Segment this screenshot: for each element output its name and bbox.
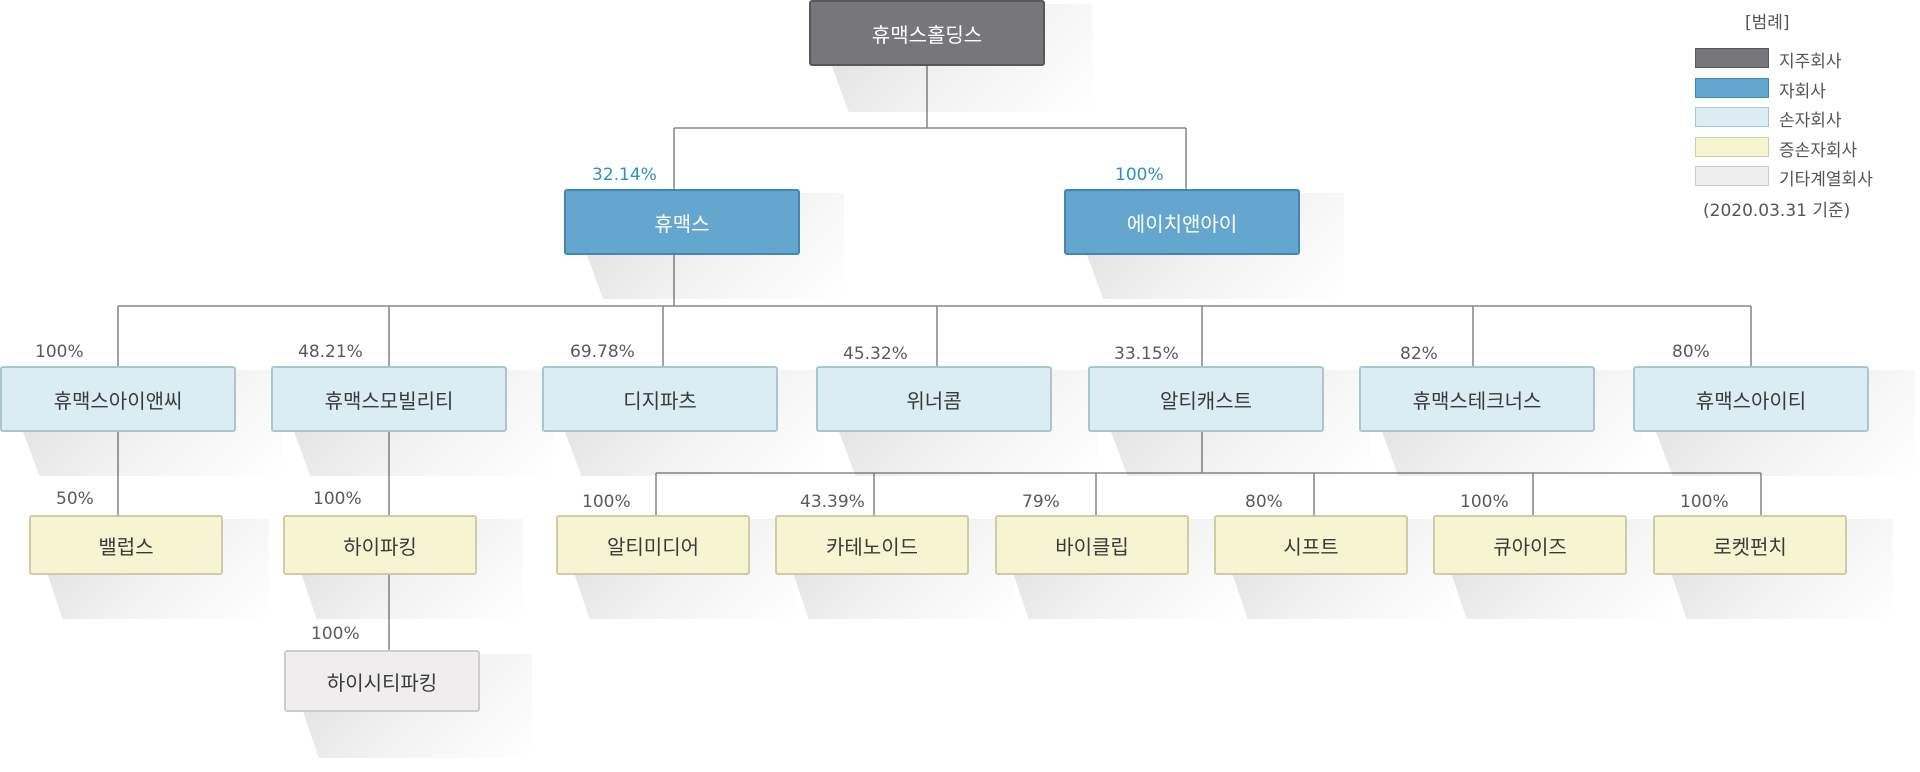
pct-humax: 32.14% [592, 165, 657, 185]
node-viclip: 바이클립 [995, 515, 1189, 575]
legend-date-note: (2020.03.31 기준) [1703, 201, 1851, 221]
legend-label: 기타계열회사 [1779, 170, 1873, 190]
legend-swatch-affiliate [1695, 166, 1769, 186]
legend-swatch-great-grand-subsidiary [1695, 137, 1769, 157]
pct-humax-inc: 100% [35, 342, 84, 362]
node-sift: 시프트 [1214, 515, 1408, 575]
legend-swatch-grand-subsidiary [1695, 107, 1769, 127]
pct-alticast: 33.15% [1114, 344, 1179, 364]
node-humax-technus: 휴맥스테크너스 [1359, 366, 1595, 432]
node-humax-holdings: 휴맥스홀딩스 [809, 0, 1045, 66]
node-hicityparking: 하이시티파킹 [284, 650, 480, 712]
node-winnercom: 위너콤 [816, 366, 1052, 432]
pct-rocketpunch: 100% [1680, 492, 1729, 512]
node-hiparking: 하이파킹 [283, 515, 477, 575]
pct-humax-it: 80% [1672, 342, 1710, 362]
legend-swatch-subsidiary [1695, 78, 1769, 98]
node-qeyes: 큐아이즈 [1433, 515, 1627, 575]
legend-title: [범례] [1745, 13, 1790, 33]
node-hni: 에이치앤아이 [1064, 189, 1300, 255]
legend-label: 증손자회사 [1779, 141, 1858, 161]
legend-label: 손자회사 [1779, 111, 1842, 131]
node-digiparts: 디지파츠 [542, 366, 778, 432]
pct-hiparking: 100% [313, 489, 362, 509]
pct-digiparts: 69.78% [570, 342, 635, 362]
legend-swatch-holding [1695, 48, 1769, 68]
pct-qeyes: 100% [1460, 492, 1509, 512]
pct-hicityparking: 100% [311, 624, 360, 644]
pct-humax-mobility: 48.21% [298, 342, 363, 362]
pct-altimedia: 100% [582, 492, 631, 512]
node-humax-it: 휴맥스아이티 [1633, 366, 1869, 432]
pct-humax-technus: 82% [1400, 344, 1438, 364]
pct-sift: 80% [1245, 492, 1283, 512]
pct-viclip: 79% [1022, 492, 1060, 512]
node-humax: 휴맥스 [564, 189, 800, 255]
node-rocketpunch: 로켓펀치 [1653, 515, 1847, 575]
node-valups: 밸럽스 [29, 515, 223, 575]
node-humax-mobility: 휴맥스모빌리티 [271, 366, 507, 432]
node-alticast: 알티캐스트 [1088, 366, 1324, 432]
pct-catenoid: 43.39% [800, 492, 865, 512]
node-altimedia: 알티미디어 [556, 515, 750, 575]
pct-hni: 100% [1115, 165, 1164, 185]
node-humax-inc: 휴맥스아이앤씨 [0, 366, 236, 432]
pct-valups: 50% [56, 489, 94, 509]
pct-winnercom: 45.32% [843, 344, 908, 364]
node-catenoid: 카테노이드 [775, 515, 969, 575]
legend-label: 자회사 [1779, 82, 1826, 102]
legend-label: 지주회사 [1779, 52, 1842, 72]
